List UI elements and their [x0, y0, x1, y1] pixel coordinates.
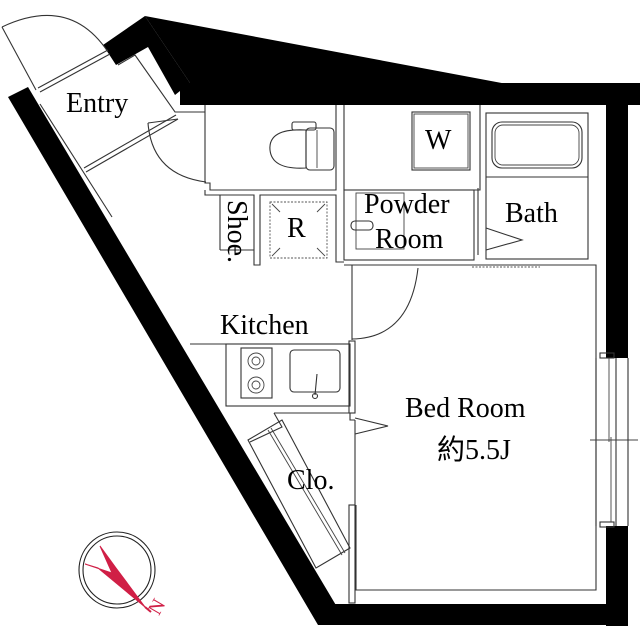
room-label-shoe: Shoe. — [221, 200, 252, 263]
toilet-room — [204, 105, 337, 250]
room-label-washer: W — [425, 125, 452, 156]
room-label-refrigerator: R — [287, 213, 306, 244]
entry-area — [1, 15, 207, 218]
kitchen-area — [190, 265, 419, 414]
room-label-bedroom: Bed Room — [405, 393, 526, 424]
bedroom-window — [590, 352, 638, 528]
shoe-cabinet — [220, 194, 344, 266]
bed-room — [354, 264, 597, 591]
compass-icon — [78, 531, 156, 613]
room-label-powder-room: Room — [375, 224, 444, 255]
exterior-walls — [8, 16, 640, 626]
closet-area — [247, 412, 356, 604]
room-label-bath: Bath — [505, 198, 558, 229]
room-label-kitchen: Kitchen — [220, 310, 309, 341]
bath-room — [477, 112, 589, 260]
room-label-powder: Powder — [364, 189, 450, 220]
room-area-bedroom: 約5.5J — [437, 437, 511, 465]
room-label-closet: Clo. — [287, 465, 335, 496]
refrigerator-space — [269, 201, 328, 259]
room-label-entry: Entry — [66, 88, 129, 119]
washer-space — [411, 111, 471, 171]
room-area-text: 約5.5J — [437, 435, 511, 466]
